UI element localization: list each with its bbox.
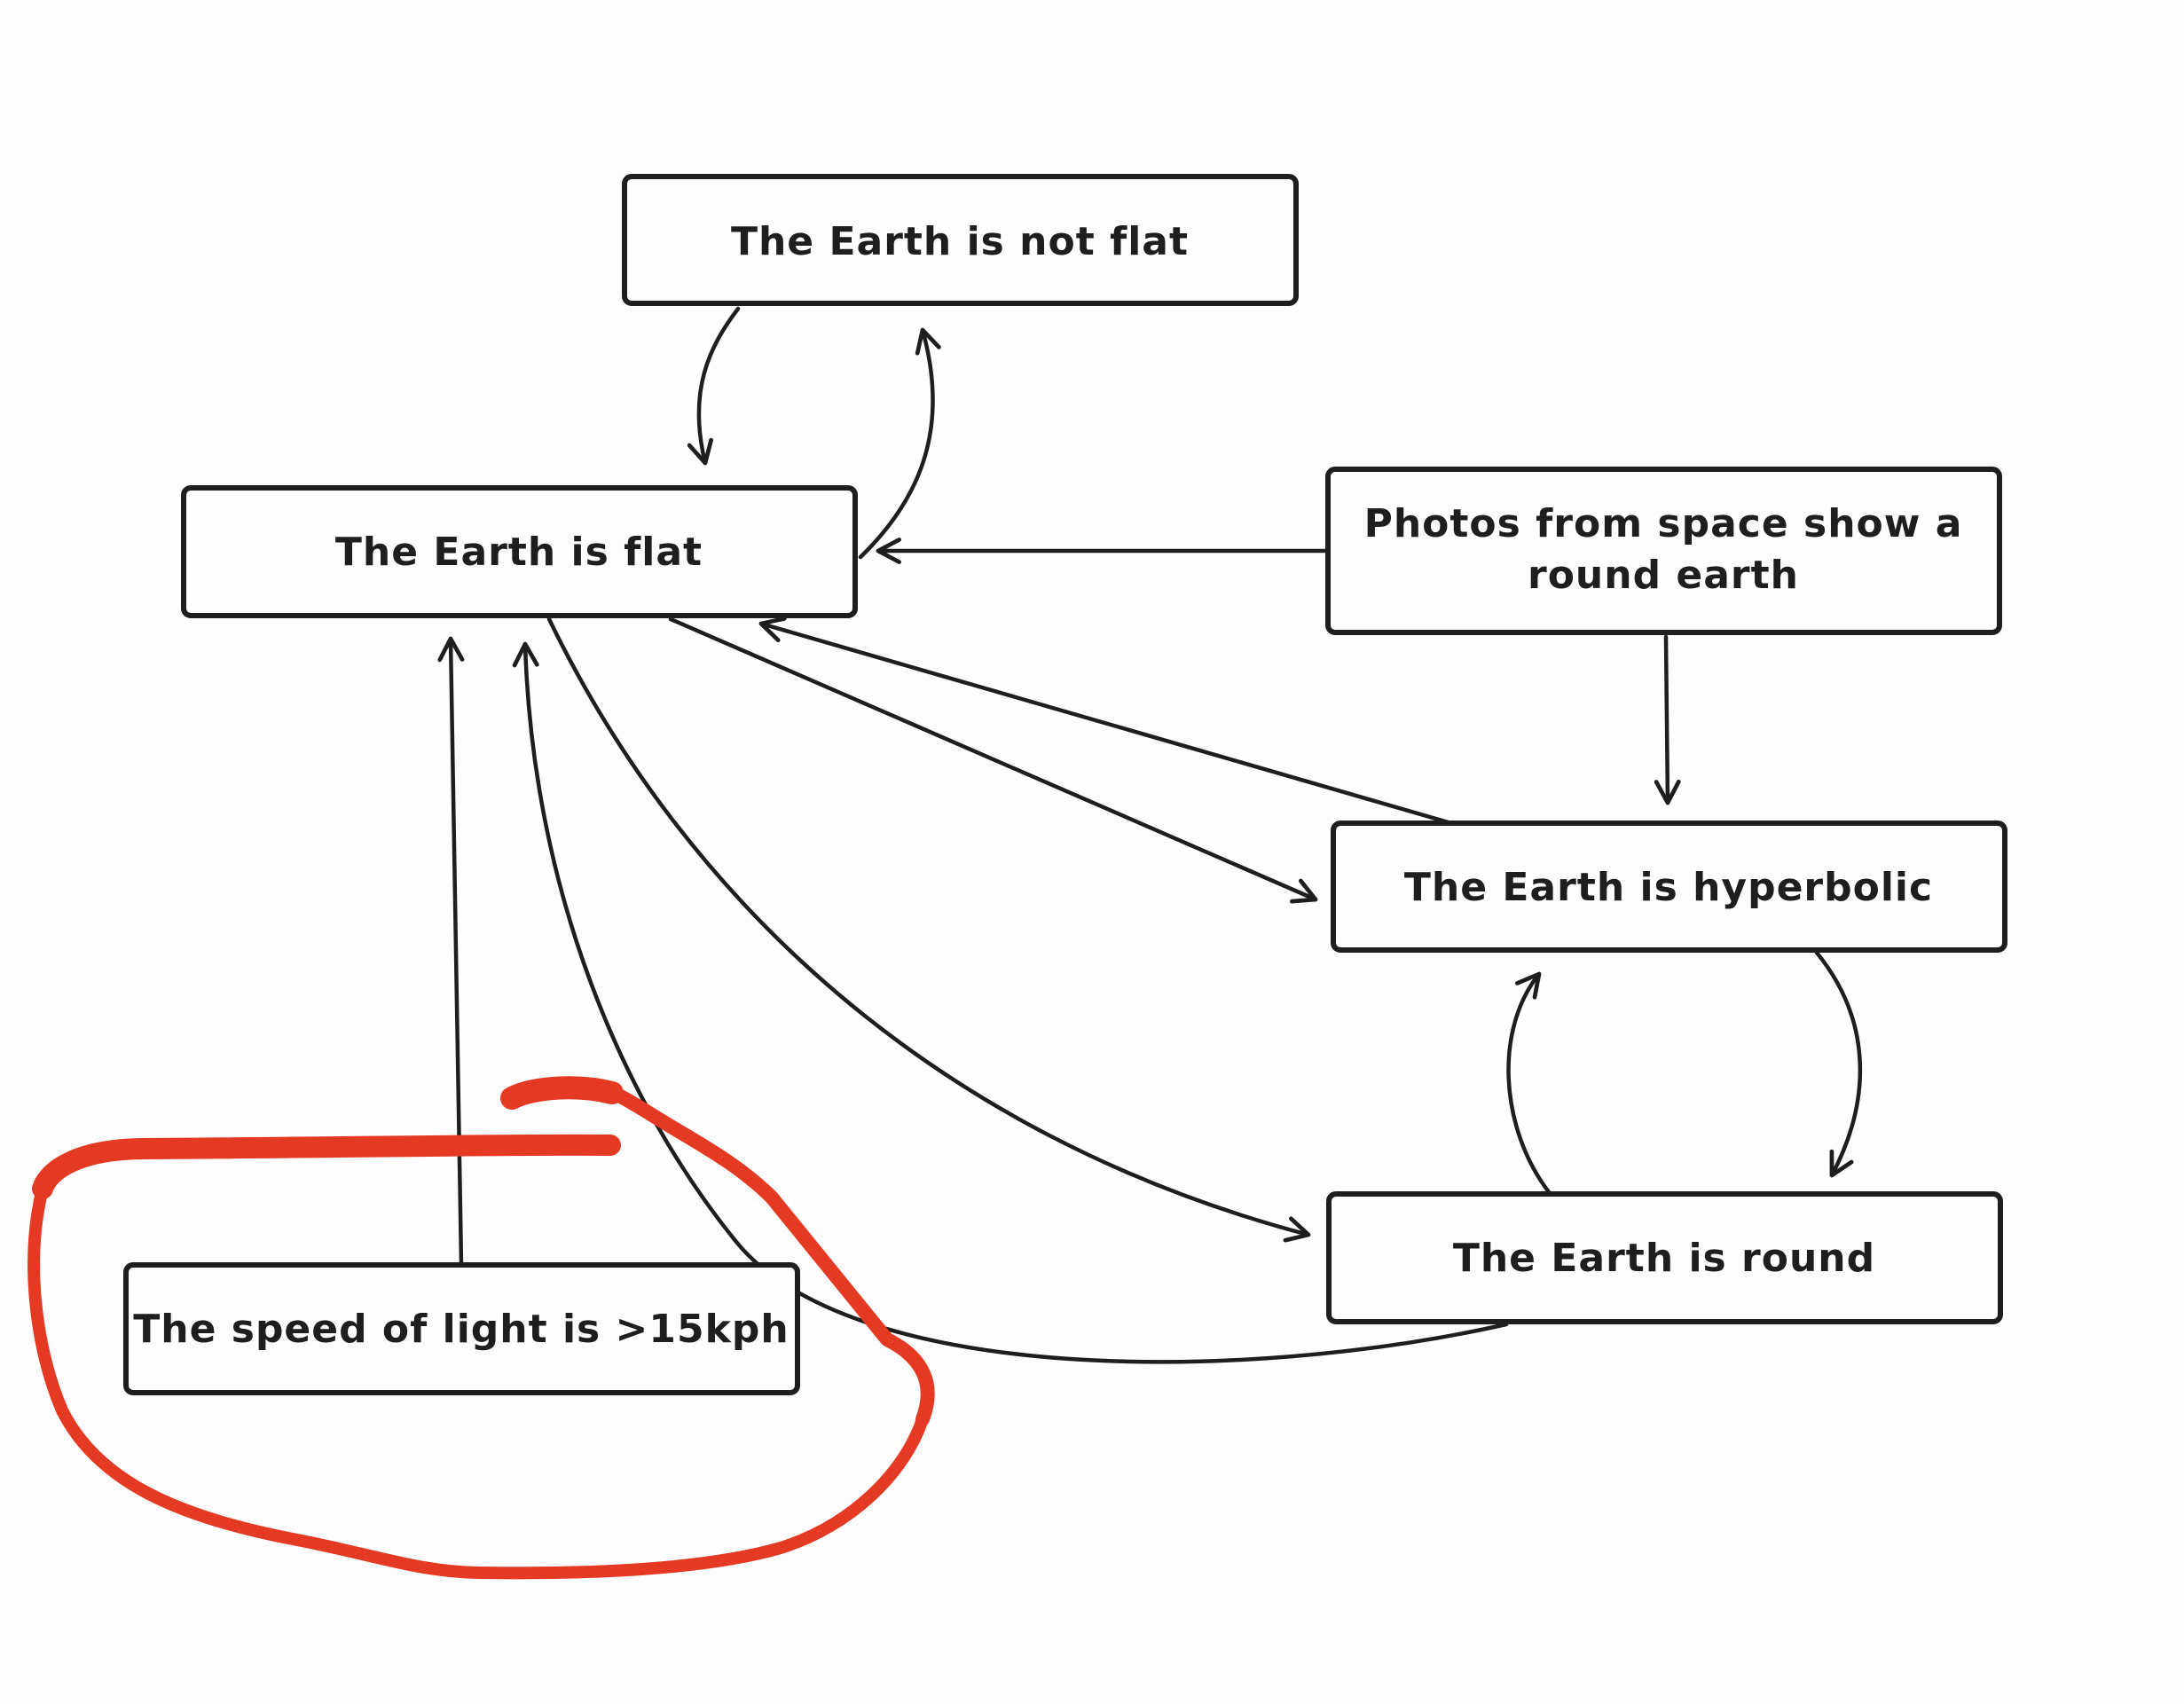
edge-speed-to-flat — [437, 636, 465, 1267]
node-box — [123, 1262, 800, 1395]
highlight-right-side — [596, 1084, 935, 1426]
edge-flat-to-hyperbolic — [668, 616, 1318, 904]
node-label: The Earth is hyperbolic — [1404, 865, 1933, 910]
red-highlight-scribble — [27, 1076, 935, 1580]
edge-hyperbolic-to-round — [1814, 950, 1863, 1178]
node-label: The Earth is flat — [335, 530, 703, 575]
edge-round-to-hyperbolic — [1506, 971, 1552, 1195]
node-earth-round[interactable]: The Earth is round — [1326, 1191, 2003, 1324]
edge-flat-to-not-flat — [858, 327, 941, 560]
node-label: The Earth is round — [1453, 1236, 1875, 1281]
node-box — [1325, 467, 2002, 635]
highlight-loop — [27, 1182, 929, 1580]
node-earth-hyperbolic[interactable]: The Earth is hyperbolic — [1331, 821, 2007, 953]
edge-hyperbolic-to-flat — [758, 616, 1454, 826]
highlight-top-line — [32, 1134, 621, 1199]
edge-round-to-flat — [512, 641, 1509, 1364]
node-photos-from-space[interactable]: Photos from space show a round earth — [1325, 467, 2002, 635]
node-earth-not-flat[interactable]: The Earth is not flat — [622, 174, 1299, 306]
node-label-line-2: round earth — [1528, 553, 1799, 598]
node-box — [181, 485, 858, 618]
node-box — [1326, 1191, 2003, 1324]
node-label-line-1: Photos from space show a — [1364, 501, 1963, 546]
node-earth-flat[interactable]: The Earth is flat — [181, 485, 858, 618]
edge-not-flat-to-flat — [687, 306, 741, 466]
node-speed-of-light[interactable]: The speed of light is >15kph — [123, 1262, 800, 1395]
node-label: The speed of light is >15kph — [133, 1307, 789, 1352]
node-box — [1331, 821, 2007, 953]
edge-flat-to-round — [546, 616, 1311, 1243]
edge-photos-to-hyperbolic — [1654, 634, 1681, 805]
node-label: The Earth is not flat — [731, 219, 1189, 264]
node-box — [622, 174, 1299, 306]
